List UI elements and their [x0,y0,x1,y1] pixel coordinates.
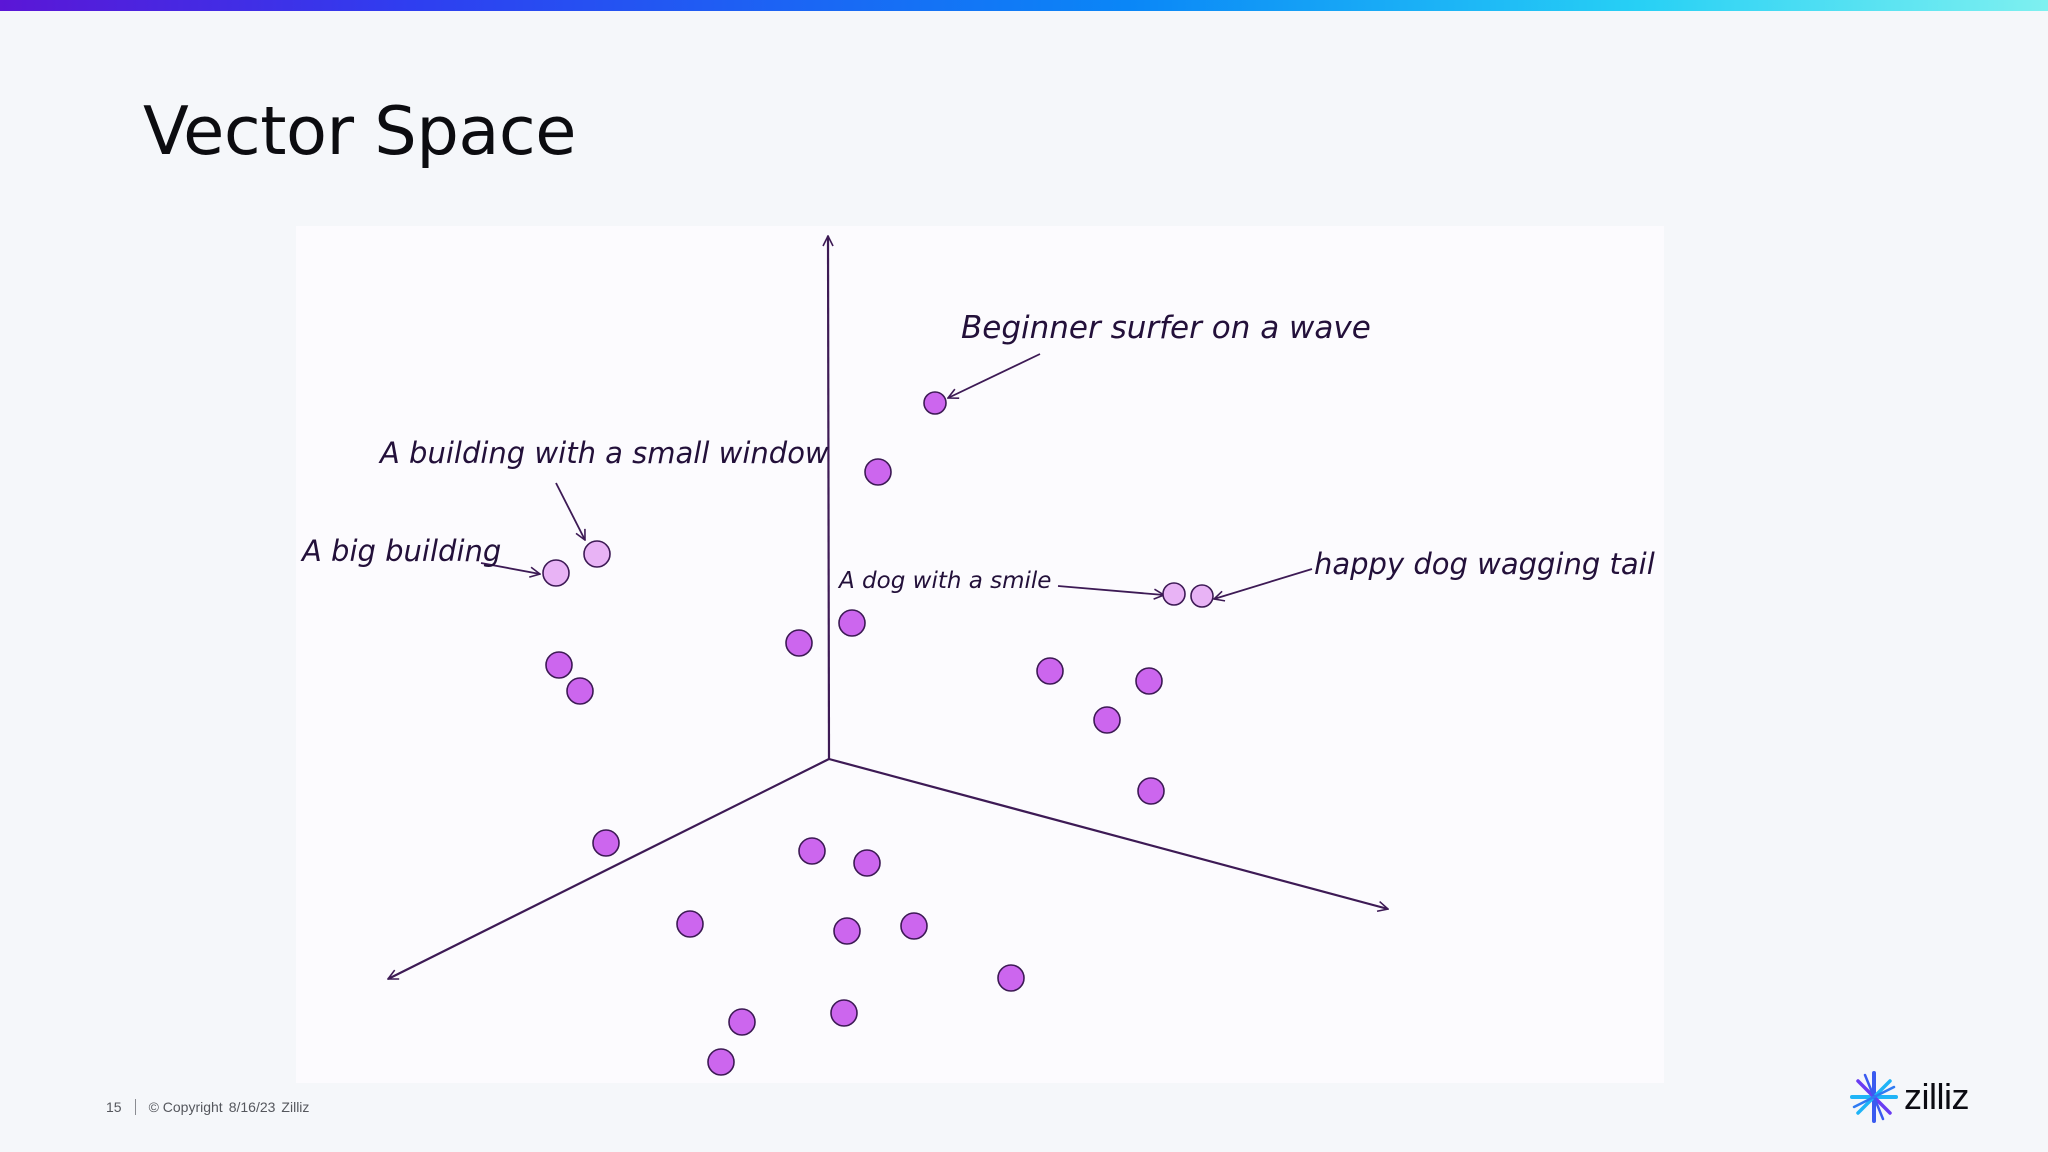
point [830,999,858,1027]
points [542,391,1214,1076]
point [676,910,704,938]
point [728,1008,756,1036]
top-gradient-bar [0,0,2048,11]
point [1137,777,1165,805]
copyright-text: © Copyright [148,1099,223,1115]
point-big-building [542,559,570,587]
annotation-arrows [480,353,1313,599]
point [838,609,866,637]
axes [388,236,1388,980]
big-building-arrow [480,562,540,574]
surfer-arrow [948,353,1041,398]
page-number: 15 [106,1099,122,1115]
label-dog-smile: A dog with a smile [837,568,1051,594]
footer-divider [134,1099,136,1115]
point [900,912,928,940]
point [1135,667,1163,695]
vertical-axis [828,236,829,760]
point [798,837,826,865]
footer-company: Zilliz [281,1099,310,1115]
footer-date: 8/16/23 [228,1099,276,1115]
zilliz-spark-icon [1850,1071,1898,1123]
point-dog-smile [1162,582,1186,606]
point [1093,706,1121,734]
diagram-canvas: Beginner surfer on a wave A building wit… [300,226,1655,1076]
left-axis [388,758,830,980]
point-surfer [923,391,947,415]
zilliz-wordmark: zilliz [1904,1076,1970,1117]
slide-title: Vector Space [143,92,576,170]
point-building-window [583,540,611,568]
right-axis [828,757,1388,909]
point [853,849,881,877]
point-happy-dog [1190,584,1214,608]
labels: Beginner surfer on a wave A building wit… [300,310,1655,594]
label-happy-dog: happy dog wagging tail [1314,547,1655,581]
point [785,629,813,657]
point [592,829,620,857]
label-surfer: Beginner surfer on a wave [961,310,1371,346]
zilliz-logo: zilliz [1848,1069,1970,1125]
point [545,651,573,679]
happy-dog-arrow [1214,568,1313,599]
vector-space-diagram: Beginner surfer on a wave A building wit… [296,226,1664,1083]
point [997,964,1025,992]
point [833,917,861,945]
point [707,1048,735,1076]
label-big-building: A big building [300,534,501,568]
building-window-arrow [555,482,585,540]
point [864,458,892,486]
dog-smile-arrow [1057,585,1164,595]
point [566,677,594,705]
label-building-window: A building with a small window [378,436,829,470]
footer: 15 © Copyright 8/16/23 Zilliz [106,1098,309,1116]
point [1036,657,1064,685]
